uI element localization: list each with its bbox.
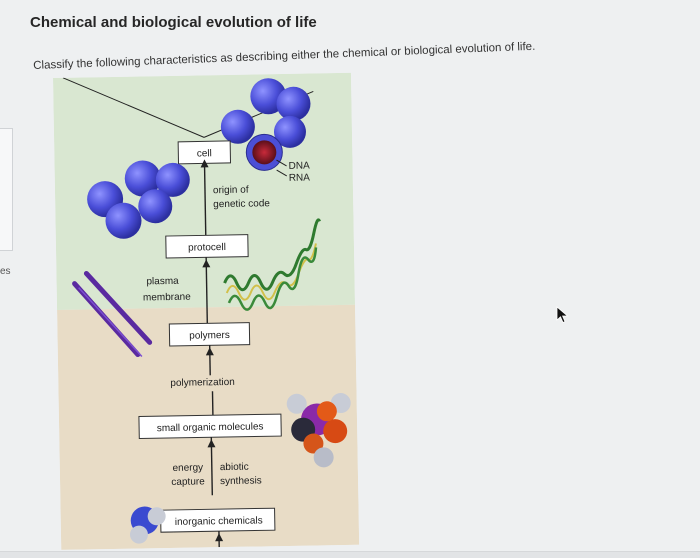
arrow-head-icon [202,259,211,268]
protocell-label: protocell [188,242,226,254]
mouse-cursor-icon [556,306,569,324]
origin-label-line1: origin of [213,185,249,197]
dna-label: DNA [288,161,310,172]
plasma-label-line1: plasma [146,276,179,288]
arrow-head-icon [207,439,216,448]
purple-strand-icon [72,270,153,358]
energy-label-line2: capture [171,476,205,488]
origin-label-line2: genetic code [213,198,270,210]
page-title: Chemical and biological evolution of lif… [30,14,317,31]
polymerization-label: polymerization [170,377,235,389]
small-organic-box [138,413,282,440]
protocell-sphere-cluster [87,160,190,239]
cell-label: cell [197,148,212,159]
water-molecule-icon [129,506,166,544]
cell-sphere-cluster [220,78,311,171]
plasma-label-line2: membrane [143,292,191,304]
polymers-label: polymers [189,330,230,342]
bottom-scroll-bar [0,551,700,558]
small-organic-label: small organic molecules [157,421,264,434]
rna-label: RNA [289,173,311,184]
pointer-line [62,77,205,138]
protocell-box [165,234,249,259]
arrow-head-icon [205,347,214,356]
abiotic-label-line1: abiotic [220,462,249,474]
arrow-head-icon [215,533,224,542]
arrow-head-icon [200,159,209,168]
side-panel-label: es [0,266,11,277]
energy-label-line1: energy [172,462,203,474]
green-strand-icon [223,218,321,311]
instructions-text: Classify the following characteristics a… [33,40,536,72]
evolution-diagram: cell DNA RNA origin of genetic code prot… [53,72,360,550]
inorganic-label: inorganic chemicals [175,515,263,528]
molecule-model-icon [286,393,351,468]
side-panel-tab[interactable] [0,128,13,190]
abiotic-label-line2: synthesis [220,475,262,487]
side-panel-tab[interactable] [0,188,13,251]
